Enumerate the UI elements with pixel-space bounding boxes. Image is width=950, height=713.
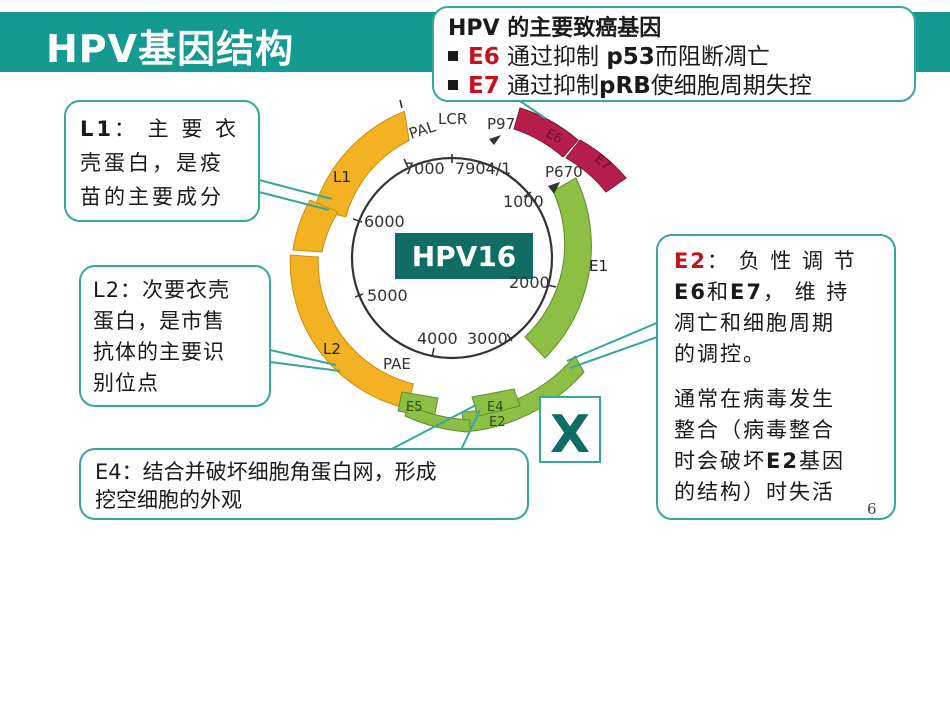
e2-gene-label: E2 <box>489 415 506 430</box>
hpv16-label: HPV16 <box>412 240 517 273</box>
l1-gene-arc <box>313 110 410 218</box>
genome-ticks <box>352 99 557 358</box>
pae-label: PAE <box>383 355 411 373</box>
e2-connector <box>566 321 660 362</box>
tick-7904: 7904/1 <box>455 159 511 178</box>
square-bullet-icon <box>448 50 458 61</box>
oncogene-heading: HPV 的主要致癌基因 <box>448 16 662 41</box>
l2-gene-arc <box>289 254 414 409</box>
e6-gene-label: E6 <box>543 126 565 147</box>
e4-connector <box>385 404 477 453</box>
oncogene-item-e6: E6 通过抑制 p53而阻断凋亡 <box>448 43 900 72</box>
l2-callout: L2：次要衣壳 蛋白，是市售 抗体的主要识 别位点 <box>79 265 271 407</box>
l1-connector-2 <box>258 191 330 211</box>
tick-7000: 7000 <box>404 159 445 178</box>
e7-gene-arc <box>565 139 627 193</box>
e4-connector-2 <box>459 409 481 453</box>
oncogene-callout: HPV 的主要致癌基因 E6 通过抑制 p53而阻断凋亡 E7 通过抑制pRB使… <box>432 6 916 102</box>
e1-gene-label: E1 <box>589 257 608 275</box>
p670-arrow <box>548 182 560 194</box>
l2-upper-arc <box>292 199 339 253</box>
e4-callout: E4：结合并破坏细胞角蛋白网，形成 挖空细胞的外观 <box>79 448 529 520</box>
disruption-x: X <box>550 405 590 465</box>
p97-arrow <box>489 135 501 145</box>
l1-gene-name: L1 <box>80 117 114 141</box>
e2-callout: E2： 负 性 调 节 E6和E7， 维 持 凋亡和细胞周期 的调控。 通常在病… <box>656 234 896 520</box>
lcr-label: LCR <box>438 110 467 128</box>
tick-1000: 1000 <box>503 192 544 211</box>
l1-callout: L1： 主 要 衣 壳蛋白，是疫 苗的主要成分 <box>64 100 260 222</box>
l1-connector <box>258 179 333 200</box>
e4-gene-arc <box>471 388 521 417</box>
tick-5000: 5000 <box>367 286 408 305</box>
l1-gene-label: L1 <box>333 168 351 186</box>
l2-connector <box>269 349 337 366</box>
e2-connector-2 <box>569 335 661 369</box>
page-number: 6 <box>867 500 877 518</box>
oncogene-connector <box>519 100 546 119</box>
page-title: HPV基因结构 <box>46 27 295 71</box>
pal-label: PAL <box>407 117 439 143</box>
e6-gene-arc <box>513 107 579 158</box>
hpv16-label-box <box>395 233 533 279</box>
square-bullet-icon <box>448 79 458 90</box>
e2-gene-name: E2 <box>674 249 707 273</box>
tick-4000: 4000 <box>417 329 458 348</box>
e5-gene-label: E5 <box>406 400 423 415</box>
l2-gene-label: L2 <box>323 340 341 358</box>
e4-gene-label: E4 <box>487 400 504 415</box>
oncogene-item-e7: E7 通过抑制pRB使细胞周期失控 <box>448 72 900 101</box>
e5-lower-arc <box>404 404 471 433</box>
e1-gene-arc <box>524 177 592 359</box>
tick-2000: 2000 <box>509 273 550 292</box>
tick-3000: 3000 <box>467 329 508 348</box>
p97-label: P97 <box>487 115 515 133</box>
tick-6000: 6000 <box>364 212 405 231</box>
disruption-box <box>539 396 601 463</box>
p670-label: P670 <box>545 163 583 181</box>
l2-connector-2 <box>269 361 341 372</box>
